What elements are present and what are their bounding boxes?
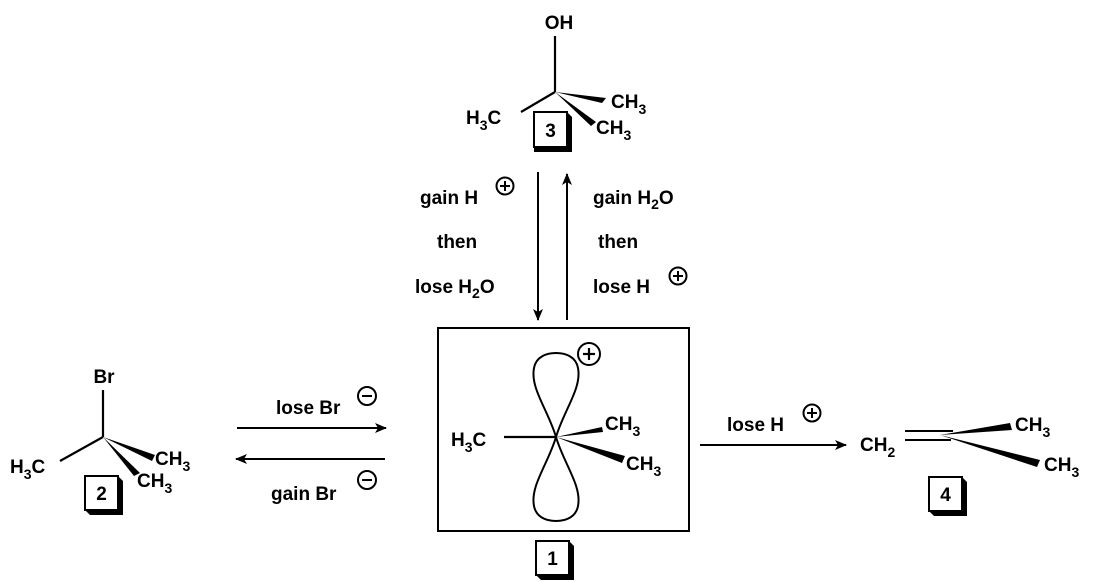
ch3-label-b: CH3 <box>1044 455 1079 480</box>
compound-label-2: 2 <box>84 475 123 515</box>
plus-charge-icon <box>802 403 822 423</box>
p-orbital-upper-lobe <box>532 351 580 441</box>
lose-h-label-up: lose H <box>593 277 650 298</box>
ch3-label-b: CH3 <box>596 118 631 143</box>
wedge-bond-lower <box>940 435 1040 467</box>
then-label-right: then <box>598 232 638 253</box>
svg-text:3: 3 <box>545 121 556 142</box>
wedge-bond-lower <box>555 92 596 126</box>
wedge-bond-lower <box>556 437 625 463</box>
ch3-label-b: CH3 <box>137 471 172 496</box>
ch3-label-a: CH3 <box>155 449 190 474</box>
hydroxyl-label: OH <box>545 13 574 34</box>
compound-label-3: 3 <box>533 111 572 152</box>
bromine-label: Br <box>93 367 115 388</box>
lose-h-label: lose H <box>727 415 784 436</box>
minus-charge-icon <box>357 386 377 406</box>
wedge-bond-lower <box>103 437 140 476</box>
compound-4: CH2 CH3 CH3 4 <box>860 415 1079 516</box>
compound-label-1: 1 <box>535 540 574 580</box>
compound-2: Br H3C CH3 CH3 2 <box>10 367 190 515</box>
gain-h2o-label: gain H2O <box>593 188 674 212</box>
p-orbital-lower-lobe <box>532 433 580 523</box>
compound-label-4: 4 <box>928 476 967 516</box>
compound-3: OH H3C CH3 CH3 3 <box>466 13 646 152</box>
svg-text:2: 2 <box>96 484 107 505</box>
arrow-down-labels: gain H then lose H2O <box>415 176 515 301</box>
arrow-up-labels: gain H2O then lose H <box>593 188 688 298</box>
h3c-label: H3C <box>451 430 487 455</box>
minus-charge-icon <box>357 470 377 490</box>
then-label-left: then <box>437 232 477 253</box>
c-ch3-left-bond <box>520 91 556 113</box>
wedge-bond-upper <box>940 423 1012 435</box>
ch3-label-b: CH3 <box>626 454 661 479</box>
h3c-label: H3C <box>10 457 46 482</box>
c-ch3-left-bond <box>59 436 104 462</box>
lose-h2o-label: lose H2O <box>415 277 495 301</box>
plus-charge-icon <box>495 176 515 196</box>
gain-h-label: gain H <box>420 188 478 209</box>
svg-text:4: 4 <box>940 485 951 506</box>
plus-charge-icon <box>668 266 688 286</box>
carbocation-box <box>437 327 690 532</box>
wedge-bond-upper <box>556 427 603 437</box>
ch2-label: CH2 <box>860 435 895 460</box>
ch3-label-a: CH3 <box>605 414 640 439</box>
lose-br-label: lose Br <box>276 398 341 419</box>
wedge-bond-upper <box>555 92 606 103</box>
wedge-bond-upper <box>103 437 155 461</box>
h3c-label: H3C <box>466 108 502 133</box>
svg-text:1: 1 <box>547 549 558 570</box>
compound-1: H3C CH3 CH3 1 <box>437 327 690 580</box>
plus-charge-icon <box>577 342 601 366</box>
ch3-label-a: CH3 <box>611 92 646 117</box>
ch3-label-a: CH3 <box>1015 415 1050 440</box>
gain-br-label: gain Br <box>271 484 337 505</box>
